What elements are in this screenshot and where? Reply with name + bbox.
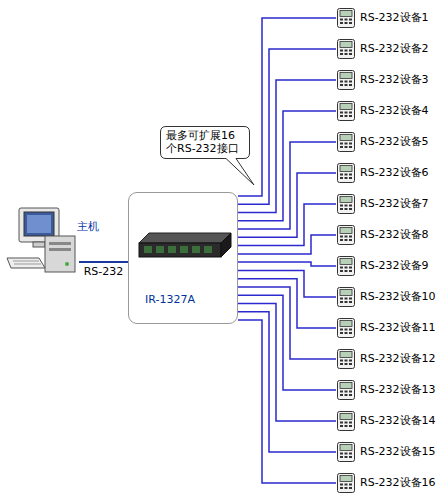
model-name: IR-1327A bbox=[145, 293, 195, 306]
connector-label: RS-232 bbox=[83, 266, 125, 278]
computer-icon bbox=[5, 206, 79, 274]
device-label: RS-232设备10 bbox=[360, 290, 436, 303]
device-label: RS-232设备2 bbox=[360, 42, 429, 55]
terminal-icon bbox=[336, 224, 356, 246]
converter-image bbox=[135, 229, 235, 261]
serial-device: RS-232设备7 bbox=[336, 193, 429, 215]
connector bbox=[238, 80, 336, 213]
serial-device: RS-232设备4 bbox=[336, 100, 429, 122]
connector bbox=[79, 261, 128, 263]
terminal-icon bbox=[336, 410, 356, 432]
terminal-icon bbox=[336, 38, 356, 60]
device-label: RS-232设备13 bbox=[360, 383, 436, 396]
device-label: RS-232设备11 bbox=[360, 321, 436, 334]
device-label: RS-232设备12 bbox=[360, 352, 436, 365]
serial-device: RS-232设备1 bbox=[336, 7, 429, 29]
terminal-icon bbox=[336, 131, 356, 153]
serial-device: RS-232设备3 bbox=[336, 69, 429, 91]
terminal-icon bbox=[336, 286, 356, 308]
device-label: RS-232设备14 bbox=[360, 414, 436, 427]
serial-device: RS-232设备2 bbox=[336, 38, 429, 60]
connector bbox=[238, 295, 336, 390]
serial-device: RS-232设备15 bbox=[336, 441, 436, 463]
device-label: RS-232设备6 bbox=[360, 166, 429, 179]
terminal-icon bbox=[336, 193, 356, 215]
device-label: RS-232设备1 bbox=[360, 11, 429, 24]
device-label: RS-232设备4 bbox=[360, 104, 429, 117]
connector bbox=[238, 18, 336, 196]
callout-text: 最多可扩展16 个RS-232接口 bbox=[160, 126, 250, 158]
connector bbox=[238, 270, 336, 297]
connector bbox=[238, 235, 336, 254]
device-label: RS-232设备7 bbox=[360, 197, 429, 210]
serial-device: RS-232设备11 bbox=[336, 317, 436, 339]
device-label: RS-232设备3 bbox=[360, 73, 429, 86]
device-label: RS-232设备5 bbox=[360, 135, 429, 148]
connector bbox=[238, 262, 336, 266]
connector bbox=[238, 304, 336, 422]
serial-device: RS-232设备10 bbox=[336, 286, 436, 308]
serial-device: RS-232设备6 bbox=[336, 162, 429, 184]
serial-device: RS-232设备13 bbox=[336, 379, 436, 401]
terminal-icon bbox=[336, 441, 356, 463]
connector bbox=[238, 49, 336, 204]
connector bbox=[238, 204, 336, 246]
serial-device: RS-232设备9 bbox=[336, 255, 429, 277]
serial-device: RS-232设备5 bbox=[336, 131, 429, 153]
serial-device: RS-232设备16 bbox=[336, 472, 436, 494]
terminal-icon bbox=[336, 7, 356, 29]
serial-device: RS-232设备8 bbox=[336, 224, 429, 246]
device-label: RS-232设备16 bbox=[360, 476, 436, 489]
terminal-icon bbox=[336, 255, 356, 277]
terminal-icon bbox=[336, 69, 356, 91]
serial-device: RS-232设备12 bbox=[336, 348, 436, 370]
serial-device: RS-232设备14 bbox=[336, 410, 436, 432]
terminal-icon bbox=[336, 317, 356, 339]
connector bbox=[238, 287, 336, 359]
terminal-icon bbox=[336, 472, 356, 494]
connector bbox=[238, 142, 336, 229]
terminal-icon bbox=[336, 100, 356, 122]
terminal-icon bbox=[336, 348, 356, 370]
connector bbox=[238, 312, 336, 452]
device-label: RS-232设备9 bbox=[360, 259, 429, 272]
terminal-icon bbox=[336, 162, 356, 184]
host-computer: 主机 bbox=[5, 206, 79, 274]
device-label: RS-232设备8 bbox=[360, 228, 429, 241]
callout-bubble: 最多可扩展16 个RS-232接口 bbox=[160, 126, 250, 158]
terminal-icon bbox=[336, 379, 356, 401]
connector bbox=[238, 320, 336, 483]
host-label: 主机 bbox=[77, 220, 99, 233]
converter-device-icon bbox=[135, 229, 235, 261]
converter-box: IR-1327A bbox=[128, 192, 238, 324]
device-label: RS-232设备15 bbox=[360, 445, 436, 458]
